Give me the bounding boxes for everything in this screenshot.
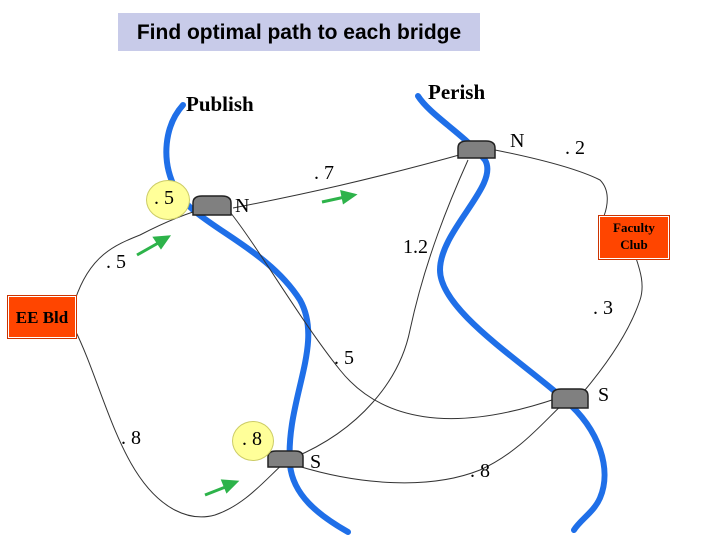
arrow-1-head (152, 235, 172, 250)
path-ee-publish-north (74, 206, 211, 301)
path-ee-publish-south (74, 329, 286, 518)
arrow-2-head (340, 189, 358, 205)
weight-ee-publish-south: . 8 (121, 427, 141, 449)
path-publish-south-perish-south (297, 401, 566, 484)
cost-publish-north: . 5 (154, 187, 174, 209)
river-label-perish: Perish (428, 80, 486, 104)
ee-building: EE Bld (7, 295, 77, 339)
page-title: Find optimal path to each bridge (136, 21, 462, 44)
cost-publish-south: . 8 (242, 428, 262, 450)
bridge-label-publish-north: N (235, 195, 250, 217)
arrow-3-head (220, 479, 240, 494)
perish-river (415, 93, 608, 533)
path-perish-north-faculty (494, 149, 608, 217)
cost-highlight-publish-north (146, 180, 190, 220)
faculty-club-label-1: Faculty (613, 220, 655, 235)
faculty-club: Faculty Club (598, 215, 670, 260)
bridge-label-publish-south: S (310, 451, 322, 473)
path-publish-south-perish-north (292, 159, 469, 459)
cost-highlight-publish-south (232, 421, 274, 461)
bridges (192, 140, 589, 468)
weight-publish-north-perish-south: . 5 (334, 347, 354, 369)
arrow-1 (136, 240, 161, 257)
bridge-publish-north (192, 195, 232, 216)
weight-perish-south-faculty: . 3 (593, 297, 613, 319)
bridge-label-perish-north: N (510, 130, 525, 152)
weight-publish-south-perish-north: 1.2 (403, 236, 428, 258)
bridge-perish-south (551, 388, 589, 409)
faculty-club-label-2: Club (620, 237, 648, 252)
bridge-label-perish-south: S (598, 384, 610, 406)
weight-perish-north-faculty: . 2 (565, 137, 585, 159)
bridge-publish-south (267, 450, 304, 468)
river-label-publish: Publish (186, 92, 254, 116)
title-box: Find optimal path to each bridge (118, 13, 480, 51)
path-publish-north-perish-south (229, 211, 559, 420)
arrow-2 (321, 195, 346, 204)
publish-river (163, 102, 351, 535)
bridge-perish-north (457, 140, 496, 159)
progress-arrows (136, 189, 358, 497)
ee-building-label: EE Bld (15, 308, 69, 327)
weight-ee-publish-north: . 5 (106, 251, 126, 273)
weight-publish-south-perish-south: . 8 (470, 460, 490, 482)
path-publish-north-perish-north (232, 151, 471, 209)
path-perish-south-faculty (584, 257, 643, 391)
paths (74, 149, 643, 518)
weight-publish-north-perish-north: . 7 (314, 162, 334, 184)
